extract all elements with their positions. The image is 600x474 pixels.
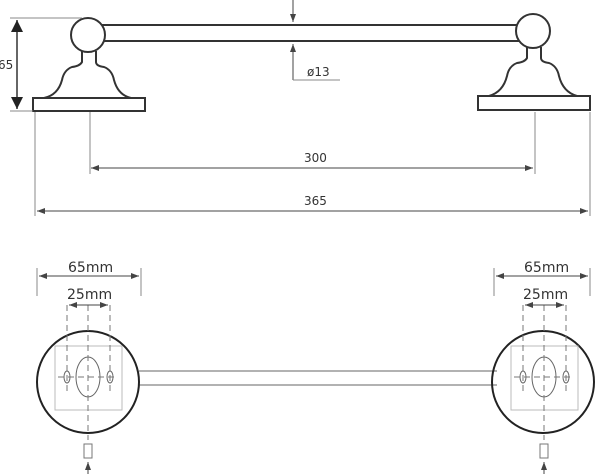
right-ball [515, 13, 551, 49]
left-base-plate [32, 97, 146, 112]
right-base-plate [477, 95, 591, 111]
right-base-width-label: 65mm [524, 260, 569, 276]
screw-icon [539, 443, 549, 459]
inner-width-label: 300 [304, 151, 327, 165]
screw-icon [83, 443, 93, 459]
right-wall-mount [491, 305, 595, 474]
right-pedestal [488, 47, 578, 97]
left-wall-mount [36, 305, 140, 474]
towel-bar [99, 24, 525, 42]
overall-width-label: 365 [304, 194, 327, 208]
right-hole-spacing-label: 25mm [523, 287, 568, 303]
left-ball [70, 17, 106, 53]
side-view [32, 13, 591, 112]
side-dimensions [10, 0, 591, 216]
diameter-label: ø13 [307, 65, 330, 79]
front-view [36, 268, 595, 474]
left-pedestal [43, 51, 132, 99]
left-base-width-label: 65mm [68, 260, 113, 276]
left-hole-spacing-label: 25mm [67, 287, 112, 303]
height-label: 65 [0, 58, 13, 72]
